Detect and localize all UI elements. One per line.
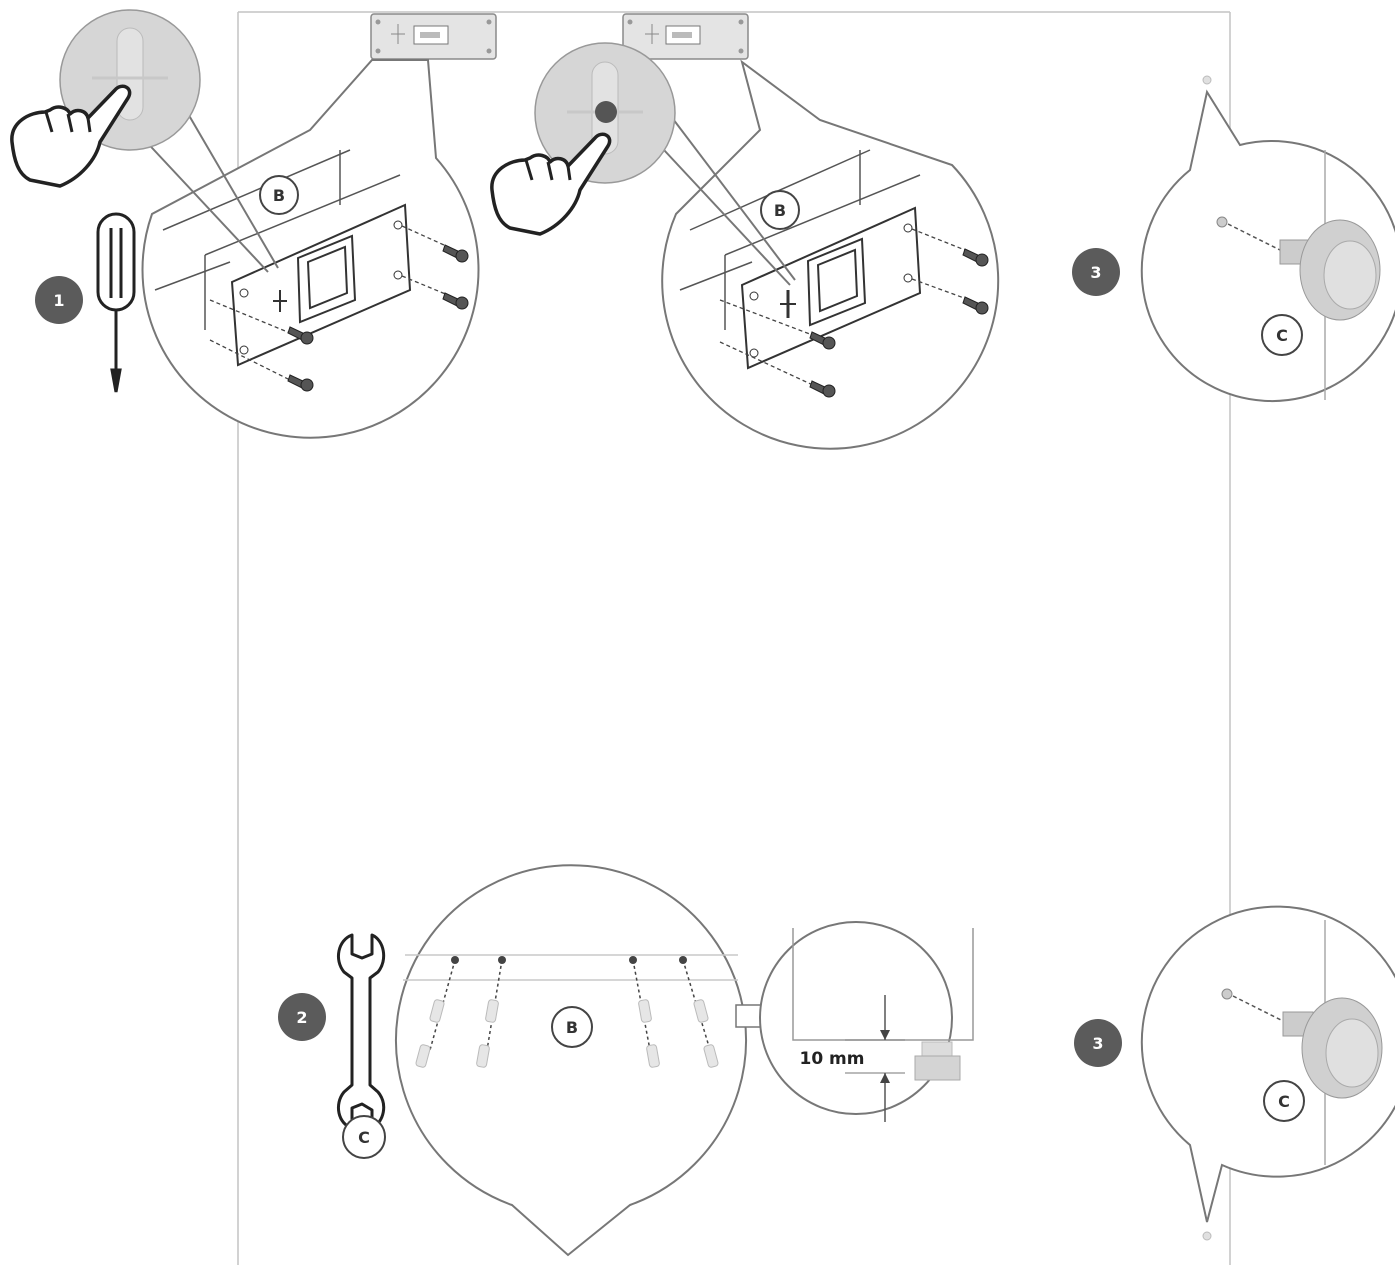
svg-text:C: C: [1278, 1092, 1290, 1111]
svg-text:3: 3: [1090, 263, 1101, 282]
zoom-bubble-top-middle: [649, 59, 1000, 450]
step-badge-3-bottom: 3: [1074, 1019, 1122, 1067]
measurement-zoom: [759, 921, 974, 1122]
step-badge-3-top: 3: [1072, 248, 1120, 296]
hinge-dot-top: [1202, 75, 1212, 85]
part-label-c-bottom-right: C: [1263, 1080, 1305, 1122]
step-badge-2: 2: [278, 993, 326, 1041]
zoom-bubble-top-left: [139, 59, 480, 439]
zoom-bubble-right-top: [1140, 89, 1395, 403]
pointing-hand-icon: [490, 132, 612, 236]
svg-text:C: C: [358, 1128, 370, 1147]
part-label-c-top-right: C: [1261, 314, 1303, 356]
marker-dot: [595, 101, 617, 123]
svg-text:2: 2: [296, 1008, 307, 1027]
adjustment-zoom-right: [534, 42, 676, 184]
svg-text:B: B: [273, 186, 285, 205]
svg-text:B: B: [566, 1018, 578, 1037]
hinge-plate-right: [622, 13, 749, 60]
part-label-b-top-left: B: [259, 175, 299, 215]
part-label-c-wrench: C: [342, 1115, 386, 1159]
measurement-label: 10 mm: [799, 1049, 864, 1069]
wrench-icon: [336, 933, 386, 1130]
svg-text:B: B: [774, 201, 786, 220]
pointing-hand-icon: [10, 84, 132, 188]
svg-text:1: 1: [53, 291, 64, 310]
screwdriver-icon: [96, 212, 136, 393]
svg-text:C: C: [1276, 326, 1288, 345]
part-label-b-bottom: B: [551, 1006, 593, 1048]
zoom-bubble-right-bottom: [1140, 905, 1395, 1223]
zoom-bubble-bottom-left: [395, 864, 765, 1257]
svg-text:3: 3: [1092, 1034, 1103, 1053]
step-badge-1: 1: [35, 276, 83, 324]
part-label-b-top-right: B: [760, 190, 800, 230]
hinge-plate-left: [370, 13, 497, 60]
hinge-dot-bottom: [1202, 1231, 1212, 1241]
